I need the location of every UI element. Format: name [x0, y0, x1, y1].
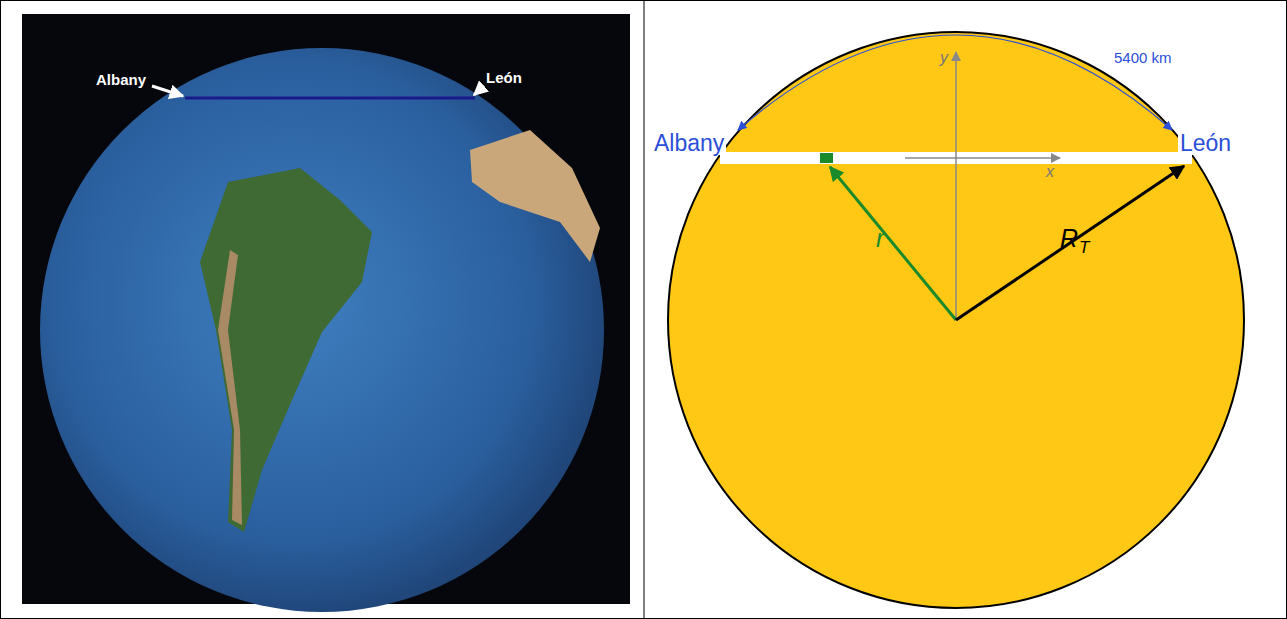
axis-label: x: [1046, 164, 1054, 180]
place-label: Albany: [96, 72, 146, 87]
subscript: T: [1079, 239, 1089, 256]
place-label: León: [1178, 132, 1233, 155]
arc-length: 5400 km: [1114, 50, 1172, 65]
place-label: León: [486, 70, 522, 85]
vector-label: r: [876, 226, 884, 251]
place-label: Albany: [652, 132, 726, 155]
vector-label: R: [1060, 226, 1078, 251]
axis-label: y: [940, 50, 948, 66]
